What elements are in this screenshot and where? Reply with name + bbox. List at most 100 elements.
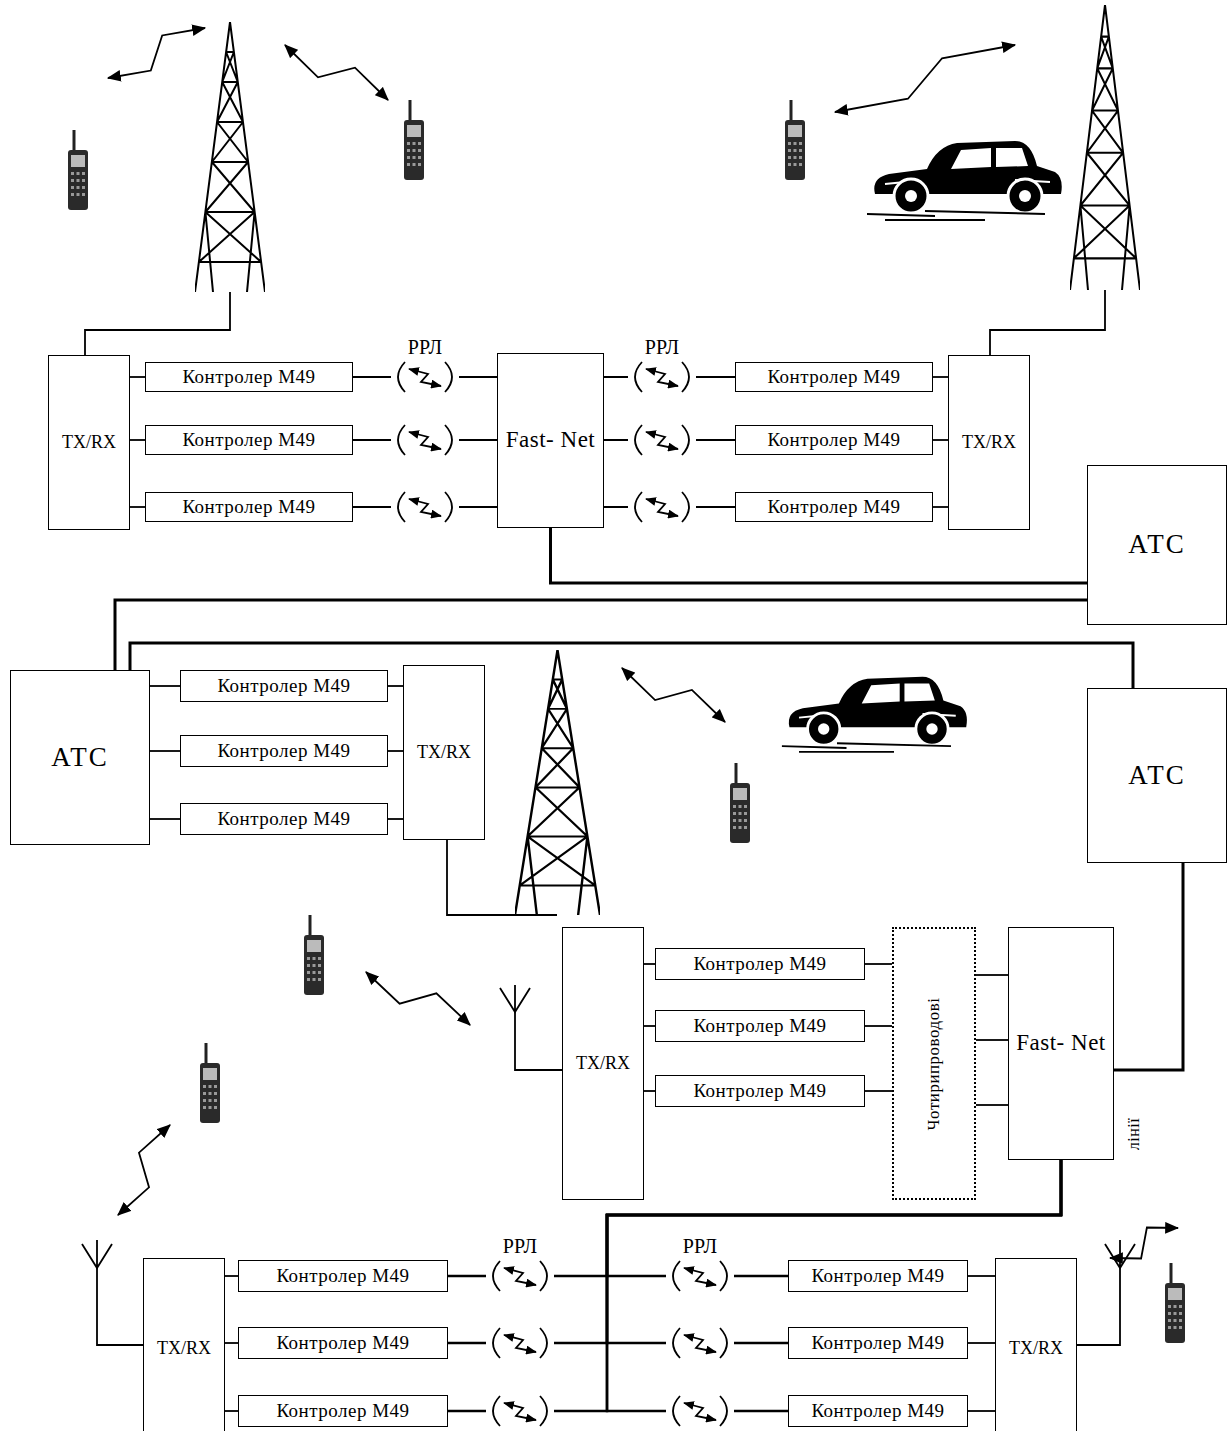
connector-line <box>388 686 403 687</box>
box-label: TX/RX <box>62 432 116 453</box>
box-label: TX/RX <box>1009 1338 1063 1359</box>
box-label: Контролер М49 <box>811 1265 944 1287</box>
link-gap <box>666 1260 734 1292</box>
radio-relay-link <box>604 491 735 523</box>
box-label: Контролер М49 <box>811 1400 944 1422</box>
connector-line <box>933 440 948 441</box>
four-wire-lines-box: Чотирипроводовілінії <box>892 927 976 1200</box>
box-label: АТС <box>51 742 109 773</box>
connector-path <box>968 1342 995 1344</box>
box-label: АТС <box>1128 529 1186 560</box>
dish-antenna <box>398 425 452 455</box>
connector-line <box>388 819 403 820</box>
dish-antenna <box>398 362 452 392</box>
connector-line <box>130 440 145 441</box>
transceiver-box: TX/RX <box>948 355 1030 530</box>
link-gap <box>391 361 459 393</box>
link-gap <box>486 1395 554 1427</box>
transceiver-box: TX/RX <box>562 927 644 1200</box>
connector-line <box>225 1276 238 1277</box>
connector-path <box>976 1039 1008 1041</box>
controller-box: Контролер М49 <box>655 1075 865 1107</box>
connector-path <box>225 1342 238 1344</box>
radio-relay-link <box>607 1160 1061 1427</box>
controller-box: Контролер М49 <box>735 425 933 455</box>
box-label: лінії <box>1125 1118 1143 1150</box>
transceiver-box: TX/RX <box>403 665 485 840</box>
radio-link-arrow <box>285 45 388 100</box>
connector-line <box>865 1091 892 1092</box>
dish-antenna <box>493 1261 547 1291</box>
box-label: Fast- Net <box>1012 1030 1109 1056</box>
controller-box: Контролер М49 <box>788 1260 968 1292</box>
connector-line <box>150 686 180 687</box>
connector-path <box>225 1275 238 1277</box>
mobile-phone <box>1165 1263 1185 1343</box>
link-gap <box>391 424 459 456</box>
box-label: Контролер М49 <box>276 1265 409 1287</box>
box-label: Контролер М49 <box>767 496 900 518</box>
box-label: TX/RX <box>576 1053 630 1074</box>
antenna-feed <box>82 290 1135 1345</box>
controller-box: Контролер М49 <box>238 1327 448 1359</box>
exchange-box: АТС <box>1087 688 1227 863</box>
connector-path <box>150 818 180 820</box>
connector-line <box>644 1091 655 1092</box>
connector-line <box>933 377 948 378</box>
connector-path <box>644 1090 655 1092</box>
connector-path <box>976 974 1008 976</box>
radio-relay-link <box>607 1160 1061 1292</box>
connector-path <box>976 1104 1008 1106</box>
connector-line <box>976 1040 1008 1041</box>
link-gap <box>486 1260 554 1292</box>
radio-relay-link <box>604 361 735 393</box>
relay-arrow <box>646 499 678 516</box>
link-label: РРЛ <box>642 336 682 359</box>
relay-arrow <box>684 1268 716 1285</box>
antenna-tower <box>515 650 600 915</box>
connector-line <box>976 1105 1008 1106</box>
connector-line <box>225 1411 238 1412</box>
connector-line <box>976 975 1008 976</box>
dish-antenna <box>673 1328 727 1358</box>
connector-path <box>644 963 655 965</box>
connector-path <box>644 1025 655 1027</box>
box-label: Контролер М49 <box>693 1080 826 1102</box>
radio-relay-link <box>604 424 735 456</box>
box-label: Контролер М49 <box>182 496 315 518</box>
box-label: Контролер М49 <box>217 675 350 697</box>
box-label: Контролер М49 <box>693 953 826 975</box>
connector-path <box>607 1160 1061 1411</box>
radio-link-arrow <box>1110 1228 1178 1259</box>
box-label: Контролер М49 <box>811 1332 944 1354</box>
link-label: РРЛ <box>500 1235 540 1258</box>
connector-line <box>388 751 403 752</box>
radio-relay-link <box>353 491 497 523</box>
dish-antenna <box>673 1396 727 1426</box>
box-label: Fast- Net <box>502 427 599 453</box>
radio-link-arrow <box>366 972 470 1025</box>
box-label: Контролер М49 <box>767 366 900 388</box>
box-label: Контролер М49 <box>217 808 350 830</box>
mobile-phone <box>68 130 88 210</box>
controller-box: Контролер М49 <box>735 492 933 522</box>
connector-path <box>150 750 180 752</box>
controller-box: Контролер М49 <box>145 492 353 522</box>
connector-path <box>388 750 403 752</box>
connector-line <box>933 507 948 508</box>
controller-box: Контролер М49 <box>180 803 388 835</box>
connector-line <box>968 1276 995 1277</box>
connector-line <box>130 507 145 508</box>
box-label: Контролер М49 <box>182 366 315 388</box>
link-gap <box>391 491 459 523</box>
radio-relay-link <box>448 1160 1061 1359</box>
controller-box: Контролер М49 <box>145 425 353 455</box>
link-gap <box>628 361 696 393</box>
relay-arrow <box>684 1403 716 1420</box>
controller-box: Контролер М49 <box>238 1395 448 1427</box>
connector-line <box>225 1343 238 1344</box>
connector-path <box>933 439 948 441</box>
connector-path <box>130 506 145 508</box>
relay-arrow <box>646 369 678 386</box>
